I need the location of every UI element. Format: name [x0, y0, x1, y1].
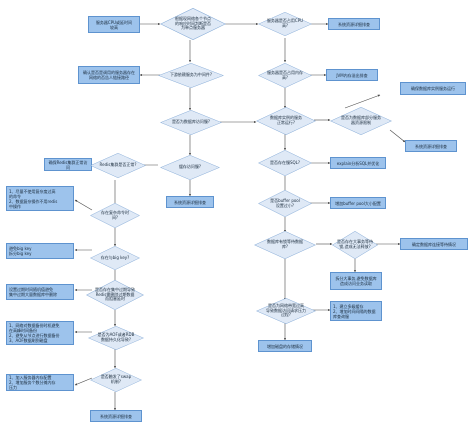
split-tx-box: 拆分大事务,避免数据库 造成访问业务读取: [330, 272, 382, 290]
decision-text: 是否触发了swap 机制?: [100, 374, 132, 384]
jvm-mem-box: JVM内存溢出排查: [326, 69, 378, 81]
box-text: 增加buffer pool大小配置: [335, 200, 381, 206]
diamond-shape: [256, 107, 316, 135]
decision-db-instance: 数据库实例的服务 正常运行?: [256, 107, 316, 135]
decision-text: Redis集群是否正常?: [99, 162, 137, 168]
decision-text: 是否为数据库部分服务 器资源限制: [341, 115, 381, 125]
box-text: 1、网络对数据备份时机避免 在高峰时间备份 2、避免从节点进行数据备份 3、AO…: [9, 323, 60, 343]
decision-text: 数据库有锁等待数据 库?: [267, 239, 303, 249]
diamond-shape: [258, 150, 312, 176]
decision-text: 是否为网络带宽过高 导致数据访问请求压力 过程?: [266, 302, 306, 318]
diamond-shape: [90, 203, 140, 228]
sys-resource-box-2: 系统资源详细排查: [405, 140, 457, 152]
box-text: 系统资源详细排查: [338, 21, 370, 27]
diamond-shape: [88, 326, 144, 350]
decision-db-access: 是否为数据库访问慢?: [160, 110, 222, 135]
buffer-pool-config-box: 增加buffer pool大小配置: [330, 197, 386, 209]
diamond-shape: [258, 190, 312, 217]
decision-network-bandwidth: 是否为网络带宽过高 导致数据访问请求压力 过程?: [256, 298, 316, 324]
box-text: 确保Redis集群正常访问: [48, 159, 88, 170]
box-text: 确认是否是调用的服务器存在 网络的否告人链接路径: [83, 70, 135, 80]
box-text: 拆分大事务,避免数据库 造成访问业务读取: [335, 276, 377, 286]
decision-text: 缓存访问慢?: [178, 164, 202, 170]
diamond-shape: [332, 231, 378, 259]
box-text: 避免big key 拆分big key: [9, 246, 32, 256]
confirm-upstream-box: 确认是否是调用的服务器存在 网络的否告人链接路径: [78, 66, 140, 84]
decision-text: 是否为AOF或者RDB 数据持久化导致?: [97, 332, 135, 342]
decision-text: 是否存在集中过期导致 Redis需删除过期数据 而阻塞延时: [95, 286, 135, 302]
bigkey-tips-box: 避免big key 拆分big key: [6, 243, 74, 259]
diamond-shape: [256, 298, 316, 324]
decision-text: 根据现网络各个节点 的响应时间判断是否 为单点服务器: [175, 15, 211, 31]
cache-tips-box: 1、建立多级缓存 2、增加时间间隔的数据 库查询服: [330, 301, 382, 321]
diamond-shape: [90, 368, 142, 392]
decision-single-node: 根据现网络各个节点 的响应时间判断是否 为单点服务器: [160, 8, 226, 40]
sys-resource-box-4: 系统资源详细排查: [90, 410, 142, 422]
redis-cluster-box: 确保Redis集群正常访问: [44, 158, 92, 171]
box-text: 确保数据库实例服务运行: [411, 86, 455, 91]
box-text: 1、建立多级缓存 2、增加时间间隔的数据 库查询服: [333, 303, 376, 319]
decision-text: 是否存在慢SQL?: [269, 159, 301, 165]
decision-text: 数据库实例的服务 正常运行?: [270, 115, 302, 125]
decision-aof-rdb: 是否为AOF或者RDB 数据持久化导致?: [88, 326, 144, 350]
explain-sql-box: explain分析SQL并优化: [330, 157, 386, 169]
decision-cpu-high: 服务器是否占用CPU高?: [258, 12, 312, 36]
decision-middleware: 下游依赖服务为中间件?: [158, 63, 224, 88]
decision-swap: 是否触发了swap 机制?: [90, 368, 142, 392]
swap-tips-box: 1、加入服务器内存配置 2、增加服务个数分摊内存 压力: [6, 374, 74, 391]
decision-text: 是否buffer pool 设置过小?: [270, 197, 300, 208]
decision-complex-cmd: 存在复杂命令时间?: [90, 203, 140, 228]
decision-text: 存在复杂命令时间?: [101, 209, 129, 220]
box-text: 系统资源详细排查: [415, 143, 447, 149]
decision-redis-normal: Redis集群是否正常?: [90, 153, 146, 178]
sys-resource-box-1: 系统资源详细排查: [328, 18, 380, 30]
decision-text: 下游依赖服务为中间件?: [169, 72, 213, 78]
start-node: 服务器CPU或延时间 较高: [88, 16, 140, 33]
confirm-db-connection-box: 确定数据库连接等待情况: [400, 238, 468, 250]
decision-db-resource: 是否为数据库部分服务 器资源限制: [330, 107, 392, 135]
decision-text: 服务器是否占用内存高?: [267, 69, 303, 80]
box-text: 增加磁盘的存储情况: [267, 343, 303, 349]
box-text: 1、加入服务器内存配置 2、增加服务个数分摊内存 压力: [9, 375, 56, 390]
decision-slow-sql: 是否存在慢SQL?: [258, 150, 312, 176]
sys-resource-box-3: 系统资源详细排查: [166, 196, 214, 208]
diamond-shape: [90, 153, 146, 178]
box-text: 设置过期时间随机值避免 集中过期大量数据库中删除: [9, 287, 57, 297]
disk-usage-box: 增加磁盘的存储情况: [258, 340, 312, 352]
diamond-shape: [158, 63, 224, 88]
decision-key-expire: 是否存在集中过期导致 Redis需删除过期数据 而阻塞延时: [86, 280, 144, 310]
box-text: 系统资源详细排查: [174, 199, 206, 205]
decision-buffer-pool: 是否buffer pool 设置过小?: [258, 190, 312, 217]
decision-mem-high: 服务器是否占用内存高?: [258, 63, 312, 88]
complex-cmd-tips-box: 1、尽量不使用复杂度过高 的命令 2、数据复杂操作不用redis 中操作: [6, 186, 74, 211]
diamond-shape: [90, 246, 140, 270]
decision-text: 是否为数据库访问慢?: [171, 119, 211, 125]
box-text: 系统资源详细排查: [100, 413, 132, 419]
decision-text: 是否存在大事务等待 锁,造成无法释放?: [337, 239, 373, 249]
diamond-shape: [254, 231, 316, 259]
confirm-db-running-box: 确保数据库实例服务运行: [400, 82, 466, 95]
diamond-shape: [160, 155, 220, 180]
diamond-shape: [258, 12, 312, 36]
box-text: 确定数据库连接等待情况: [412, 241, 456, 247]
box-text: JVM内存溢出排查: [336, 72, 368, 78]
diamond-shape: [258, 63, 312, 88]
diamond-shape: [160, 8, 226, 40]
decision-text: 存在与big key?: [100, 254, 130, 260]
expire-tips-box: 设置过期时间随机值避免 集中过期大量数据库中删除: [6, 284, 74, 300]
box-text: 1、尽量不使用复杂度过高 的命令 2、数据复杂操作不用redis 中操作: [9, 188, 58, 209]
diamond-shape: [330, 107, 392, 135]
aof-tips-box: 1、网络对数据备份时机避免 在高峰时间备份 2、避免从节点进行数据备份 3、AO…: [6, 321, 74, 345]
decision-text: 服务器是否占用CPU高?: [266, 18, 304, 28]
start-text: 服务器CPU或延时间 较高: [95, 19, 133, 30]
decision-bigkey: 存在与big key?: [90, 246, 140, 270]
decision-long-tx: 是否存在大事务等待 锁,造成无法释放?: [332, 231, 378, 259]
diamond-shape: [86, 280, 144, 310]
decision-db-lock: 数据库有锁等待数据 库?: [254, 231, 316, 259]
diamond-shape: [160, 110, 222, 135]
box-text: explain分析SQL并优化: [336, 160, 380, 166]
decision-cache-access: 缓存访问慢?: [160, 155, 220, 180]
